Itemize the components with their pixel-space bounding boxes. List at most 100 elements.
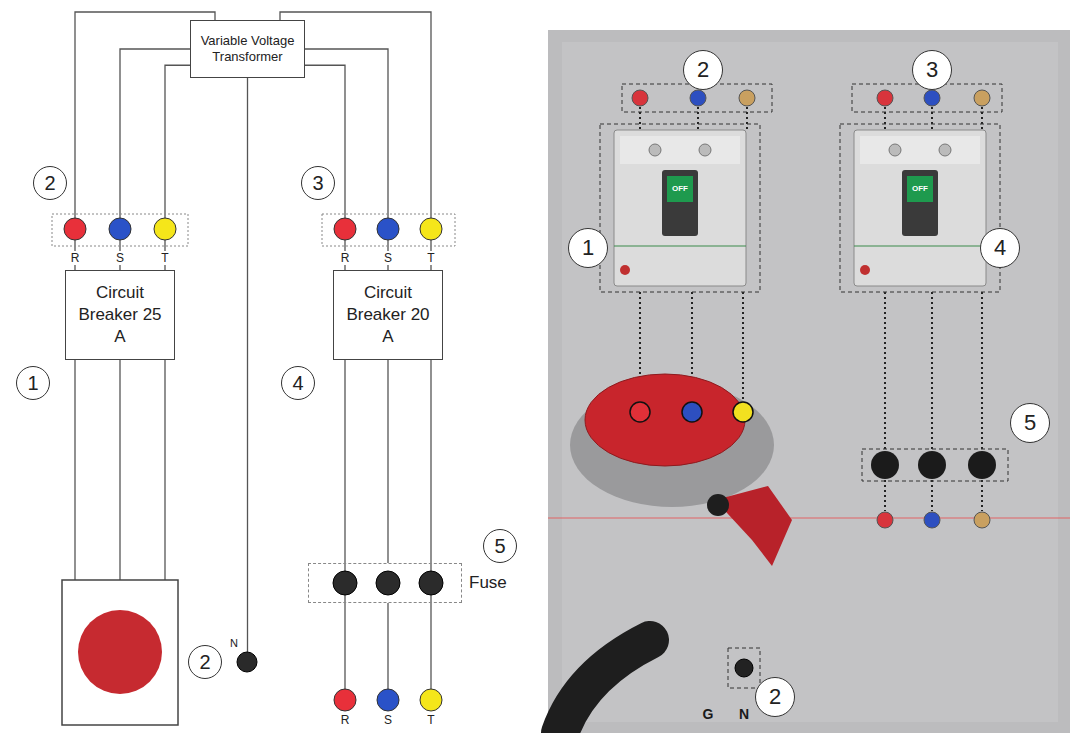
fuse-group: Fuse xyxy=(308,563,507,603)
terminal xyxy=(420,689,442,711)
callout-number: 3 xyxy=(912,50,952,90)
terminal xyxy=(334,689,356,711)
transformer-box: Variable Voltage Transformer xyxy=(190,20,305,78)
terminal xyxy=(109,218,131,240)
breaker-box: Circuit Breaker 20 A xyxy=(333,270,443,360)
photo-background xyxy=(548,30,1070,733)
breaker-switch xyxy=(667,176,693,202)
breaker-outline xyxy=(600,124,760,292)
terminal xyxy=(924,90,940,106)
callout-number: 2 xyxy=(188,645,222,679)
fuse xyxy=(333,571,357,595)
fuse xyxy=(918,451,946,479)
terminal xyxy=(632,90,648,106)
box-text: Circuit Breaker 20 A xyxy=(343,282,433,348)
fuse xyxy=(419,571,443,595)
breaker-photo xyxy=(854,246,986,247)
terminal xyxy=(630,402,650,422)
callout-number: 4 xyxy=(281,366,315,400)
neutral-label: N xyxy=(229,637,239,650)
phase-label: R xyxy=(339,713,352,727)
callout-number: 5 xyxy=(483,529,517,563)
callout-number: 2 xyxy=(755,677,795,717)
fuse-label: Fuse xyxy=(469,573,507,593)
neutral-wire xyxy=(247,78,248,652)
phase-label: R xyxy=(339,251,352,265)
terminal xyxy=(334,218,356,240)
switch-symbol xyxy=(78,610,162,694)
terminal xyxy=(420,218,442,240)
cable xyxy=(560,640,650,733)
breaker-photo xyxy=(614,130,746,286)
neutral-terminal xyxy=(735,659,753,677)
fuse xyxy=(968,451,996,479)
callout-number: 1 xyxy=(16,366,50,400)
breaker-photo xyxy=(860,136,980,164)
wire xyxy=(75,360,431,700)
fuse-symbols xyxy=(309,564,461,602)
terminal-group xyxy=(52,214,188,246)
terminal xyxy=(154,218,176,240)
callout-number: 2 xyxy=(683,50,723,90)
terminal-letter: G xyxy=(703,707,714,721)
breaker-box: Circuit Breaker 25 A xyxy=(65,270,175,360)
phase-label: R xyxy=(69,251,82,265)
box-text: Circuit Breaker 25 A xyxy=(75,282,165,348)
screw xyxy=(649,144,661,156)
terminal xyxy=(974,512,990,528)
phase-label: T xyxy=(425,713,436,727)
phase-label: T xyxy=(159,251,170,265)
fuse xyxy=(871,451,899,479)
breaker-outline xyxy=(840,124,1000,292)
box-text: Variable Voltage Transformer xyxy=(200,33,295,65)
fuse-outline xyxy=(308,563,462,603)
switch-lever xyxy=(707,494,729,516)
screw xyxy=(699,144,711,156)
wire-connector xyxy=(120,49,190,270)
callout-number: 2 xyxy=(33,166,67,200)
phase-label: S xyxy=(382,251,394,265)
terminal xyxy=(377,218,399,240)
neutral-terminal xyxy=(237,652,257,672)
terminal xyxy=(974,90,990,106)
breaker-switch xyxy=(902,170,938,236)
fuse xyxy=(376,571,400,595)
wire-connector xyxy=(305,49,388,270)
breaker-photo xyxy=(614,246,746,247)
photo-background xyxy=(562,42,1058,722)
terminal xyxy=(924,512,940,528)
switch-lever xyxy=(715,486,792,566)
terminal xyxy=(690,90,706,106)
breaker-switch xyxy=(907,176,933,202)
callout-number: 1 xyxy=(568,228,608,268)
breaker-switch xyxy=(662,170,698,236)
phase-label: S xyxy=(114,251,126,265)
terminal-group xyxy=(728,648,760,688)
terminal xyxy=(877,512,893,528)
callout-number: 3 xyxy=(301,166,335,200)
switch-text: OFF xyxy=(672,185,688,193)
phase-label: T xyxy=(425,251,436,265)
guide-line xyxy=(548,517,1070,519)
screw xyxy=(939,144,951,156)
terminal xyxy=(877,90,893,106)
terminal-letter: N xyxy=(739,707,749,721)
screw xyxy=(889,144,901,156)
breaker-photo xyxy=(854,130,986,286)
indicator xyxy=(620,265,630,275)
switch-text: OFF xyxy=(912,185,928,193)
terminal xyxy=(739,90,755,106)
terminal-group xyxy=(322,214,455,246)
breaker-photo xyxy=(620,136,740,164)
wire-connector xyxy=(387,360,388,563)
indicator xyxy=(860,265,870,275)
terminal xyxy=(377,689,399,711)
terminal xyxy=(64,218,86,240)
terminal xyxy=(733,402,753,422)
callout-number: 4 xyxy=(980,228,1020,268)
terminal xyxy=(682,402,702,422)
phase-label: S xyxy=(382,713,394,727)
fuse-group xyxy=(862,449,1008,481)
